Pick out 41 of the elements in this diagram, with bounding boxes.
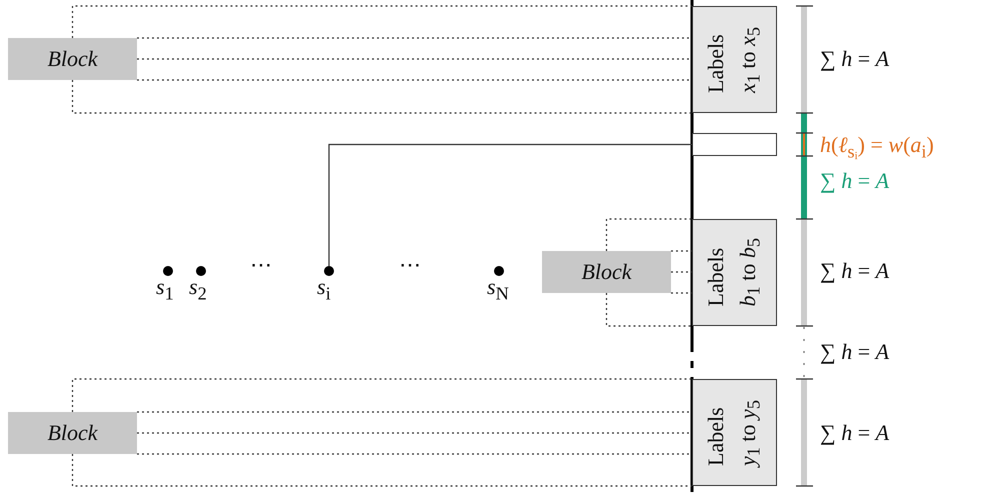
formula-label: ∑ h = A: [820, 420, 890, 446]
dotted-connector: [72, 5, 692, 38]
dotted-connector: [606, 293, 692, 327]
dotted-connector: [606, 218, 692, 251]
formula-label: ∑ h = A: [820, 339, 890, 365]
dotted-connector: [72, 454, 692, 487]
label-box: [692, 379, 777, 486]
dotted-connector: [137, 58, 692, 60]
formula-label: h(ℓ$_{sᵢ}$) = w(a$_{i}$): [820, 132, 934, 164]
block-label: Block: [581, 259, 632, 285]
box-label: Labels: [702, 247, 729, 307]
dotted-connector: [671, 292, 692, 294]
connector-line: [328, 144, 692, 266]
dotted-connector: [137, 453, 692, 455]
label-box: [692, 219, 777, 326]
dotted-connector: [137, 432, 692, 434]
block-box: [8, 412, 137, 454]
point-label: s$_{1}$: [156, 274, 174, 304]
ellipsis: ⋯: [399, 252, 421, 278]
dotted-connector: [137, 411, 692, 413]
ellipsis: ⋯: [250, 252, 272, 278]
block-box: [8, 38, 137, 80]
dotted-connector: [72, 80, 692, 114]
point-label: s$_{N}$: [487, 274, 509, 304]
dotted-connector: [72, 378, 692, 412]
block-label: Block: [47, 420, 98, 446]
box-label: Labels: [702, 406, 729, 466]
empty-box: [692, 133, 777, 156]
point-label: s$_{i}$: [317, 274, 331, 304]
dotted-connector: [137, 79, 692, 81]
formula-label: ∑ h = A: [820, 168, 890, 194]
dotted-connector: [671, 271, 692, 273]
point-label: s$_{2}$: [189, 274, 207, 304]
label-box: [692, 6, 777, 113]
block-label: Block: [47, 46, 98, 72]
formula-label: ∑ h = A: [820, 258, 890, 284]
dotted-connector: [671, 250, 692, 252]
block-box: [542, 251, 671, 293]
box-label: Labels: [702, 32, 729, 92]
dotted-connector: [137, 37, 692, 39]
formula-label: ∑ h = A: [820, 46, 890, 72]
